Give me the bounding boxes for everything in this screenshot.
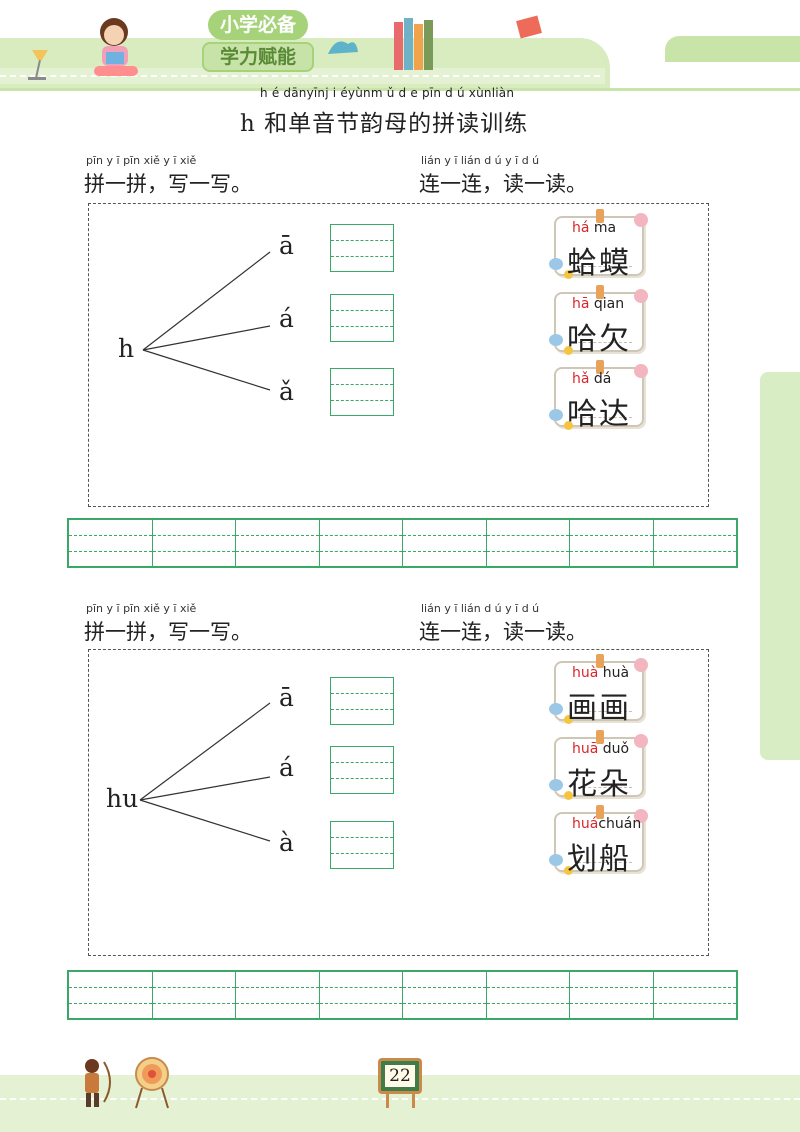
instruction-left-pinyin: pīn y ī pīn xiě y ī xiě — [86, 154, 197, 167]
footer-road-dash — [0, 1098, 800, 1100]
title-pinyin: h é dānyīnj i éyùnm ǔ d e pīn d ú xùnlià… — [260, 86, 515, 100]
card-pinyin: duǒ — [598, 741, 630, 757]
board-leg — [412, 1094, 415, 1108]
card-pinyin-red: huà — [572, 665, 599, 681]
final-vowel: ā — [279, 231, 294, 260]
pinyin-writing-box[interactable] — [330, 224, 394, 272]
card-pinyin-red: huá — [572, 816, 599, 832]
card-hanzi: 划船 — [567, 842, 631, 877]
word-card[interactable]: hā qian 哈欠 — [549, 285, 648, 357]
word-card[interactable]: huà huà 画画 — [549, 654, 648, 726]
instruction-right: 连一连，读一读。 — [419, 620, 587, 644]
badge-bottom: 学力赋能 — [202, 42, 314, 72]
initial-consonant: hu — [106, 784, 139, 813]
target-icon — [135, 1057, 169, 1109]
badge-top: 小学必备 — [208, 10, 308, 40]
page-title: h 和单音节韵母的拼读训练 — [240, 111, 529, 137]
pinyin-writing-box[interactable] — [330, 821, 394, 869]
header-road-dash — [0, 75, 600, 77]
card-pinyin-red: há — [572, 220, 590, 236]
card-pinyin-red: hǎ — [572, 371, 590, 387]
final-vowel: ǎ — [279, 377, 294, 406]
header-tab — [665, 36, 800, 62]
instruction-left: 拼一拼，写一写。 — [84, 172, 252, 196]
writing-grid[interactable] — [67, 518, 738, 568]
card-hanzi: 画画 — [567, 691, 631, 726]
books-icon — [394, 18, 433, 70]
chalkboard-icon: 22 — [378, 1058, 422, 1094]
final-vowel: à — [279, 828, 294, 857]
exercise-box — [88, 203, 709, 507]
exercise-box — [88, 649, 709, 956]
card-pinyin-red: huā — [572, 741, 599, 757]
card-hanzi: 蛤蟆 — [567, 246, 631, 281]
leaf-icon — [328, 41, 358, 54]
word-card[interactable]: hǎ dá 哈达 — [549, 360, 648, 432]
card-pinyin-red: hā — [572, 296, 590, 312]
word-card[interactable]: huā duǒ 花朵 — [549, 730, 648, 802]
instruction-right: 连一连，读一读。 — [419, 172, 587, 196]
instruction-left-pinyin: pīn y ī pīn xiě y ī xiě — [86, 602, 197, 615]
card-pinyin: ma — [589, 220, 617, 236]
word-card[interactable]: huáchuán 划船 — [549, 805, 648, 877]
card-hanzi: 花朵 — [567, 767, 631, 802]
final-vowel: á — [279, 753, 294, 782]
card-pinyin: huà — [598, 665, 630, 681]
page-number: 22 — [385, 1065, 415, 1087]
instruction-left: 拼一拼，写一写。 — [84, 620, 252, 644]
instruction-right-pinyin: lián y ī lián d ú y ī d ú — [421, 154, 540, 167]
side-bar — [760, 372, 800, 760]
final-vowel: ā — [279, 683, 294, 712]
board-leg — [386, 1094, 389, 1108]
card-pinyin: qian — [589, 296, 625, 312]
page-frame-line — [0, 88, 800, 91]
pinyin-writing-box[interactable] — [330, 368, 394, 416]
pinyin-writing-box[interactable] — [330, 294, 394, 342]
initial-consonant: h — [118, 334, 135, 363]
pinyin-writing-box[interactable] — [330, 677, 394, 725]
card-pinyin: dá — [589, 371, 612, 387]
archer-icon — [85, 1059, 111, 1107]
flying-book-icon — [516, 15, 542, 39]
card-hanzi: 哈欠 — [567, 322, 631, 357]
instruction-right-pinyin: lián y ī lián d ú y ī d ú — [421, 602, 540, 615]
writing-grid[interactable] — [67, 970, 738, 1020]
girl-reading-icon — [94, 18, 138, 76]
final-vowel: á — [279, 304, 294, 333]
word-card[interactable]: há ma 蛤蟆 — [549, 209, 648, 281]
pinyin-writing-box[interactable] — [330, 746, 394, 794]
card-hanzi: 哈达 — [567, 397, 631, 432]
lamp-icon — [28, 50, 48, 80]
card-pinyin: chuán — [598, 816, 642, 832]
